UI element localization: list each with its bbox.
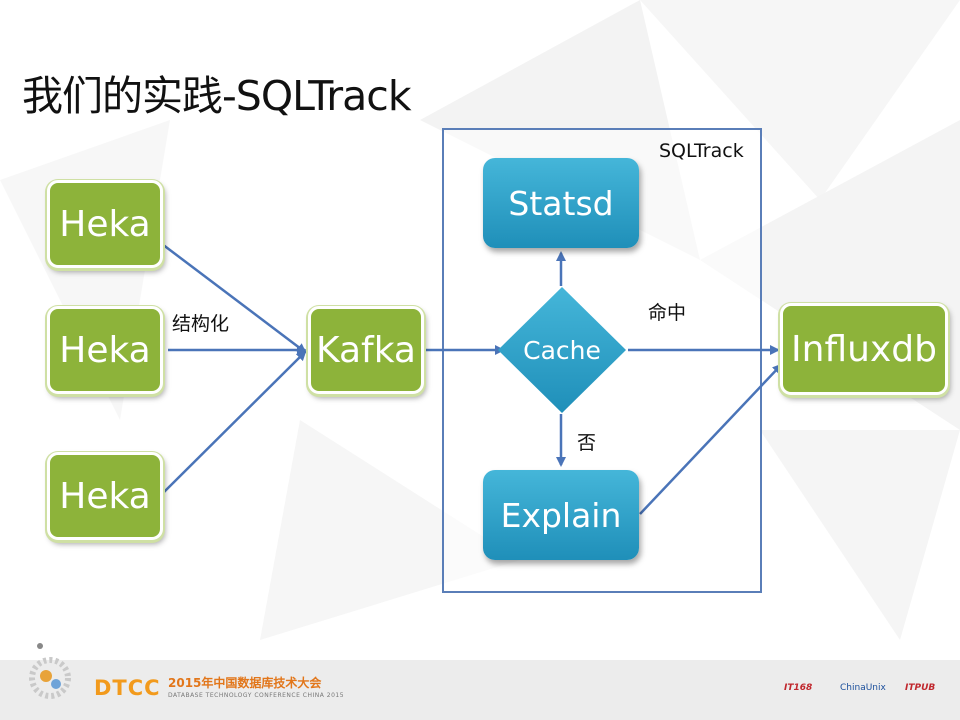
cache-diamond-shape: [498, 287, 626, 413]
conference-subtitle: DATABASE TECHNOLOGY CONFERENCE CHINA 201…: [168, 692, 345, 699]
heka-node-3: Heka: [47, 452, 163, 540]
conference-title: 2015年中国数据库技术大会: [168, 676, 322, 690]
explain-node: Explain: [483, 470, 639, 560]
slide-title: 我们的实践-SQLTrack: [22, 72, 412, 120]
cache-label: Cache: [523, 335, 601, 365]
dtcc-brand: DTCC: [94, 676, 161, 700]
structured-label: 结构化: [172, 313, 230, 335]
conference-logo-icon: [29, 643, 71, 699]
footer-bar: [0, 660, 960, 720]
arrow-explain-influxdb: [639, 363, 783, 515]
sponsor-itpub-logo: ITPUB: [905, 683, 936, 693]
kafka-node: Kafka: [308, 306, 424, 394]
arrow-heka3-kafka: [161, 350, 307, 495]
sponsor-chinaunix-logo: ChinaUnix: [840, 683, 886, 693]
sqltrack-container-label: SQLTrack: [659, 140, 744, 162]
heka-node-2: Heka: [47, 306, 163, 394]
hit-label: 命中: [648, 302, 687, 324]
sponsor-it168-logo: IT168: [784, 683, 813, 693]
miss-label: 否: [577, 432, 597, 454]
cache-decision-node: Cache: [496, 285, 628, 415]
arrow-heka1-kafka: [161, 243, 307, 354]
heka-node-1: Heka: [47, 180, 163, 268]
influxdb-node: Influxdb: [780, 303, 948, 395]
statsd-node: Statsd: [483, 158, 639, 248]
